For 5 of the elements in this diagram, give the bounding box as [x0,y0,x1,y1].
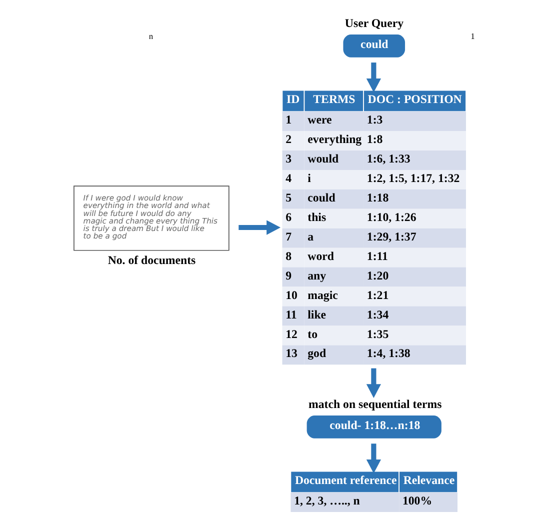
node-label: match on sequential terms [308,397,442,412]
label: n [148,31,154,42]
label: 1 [470,31,475,42]
node-label: No. of documents [108,253,196,268]
node-label: User Query [344,16,404,30]
